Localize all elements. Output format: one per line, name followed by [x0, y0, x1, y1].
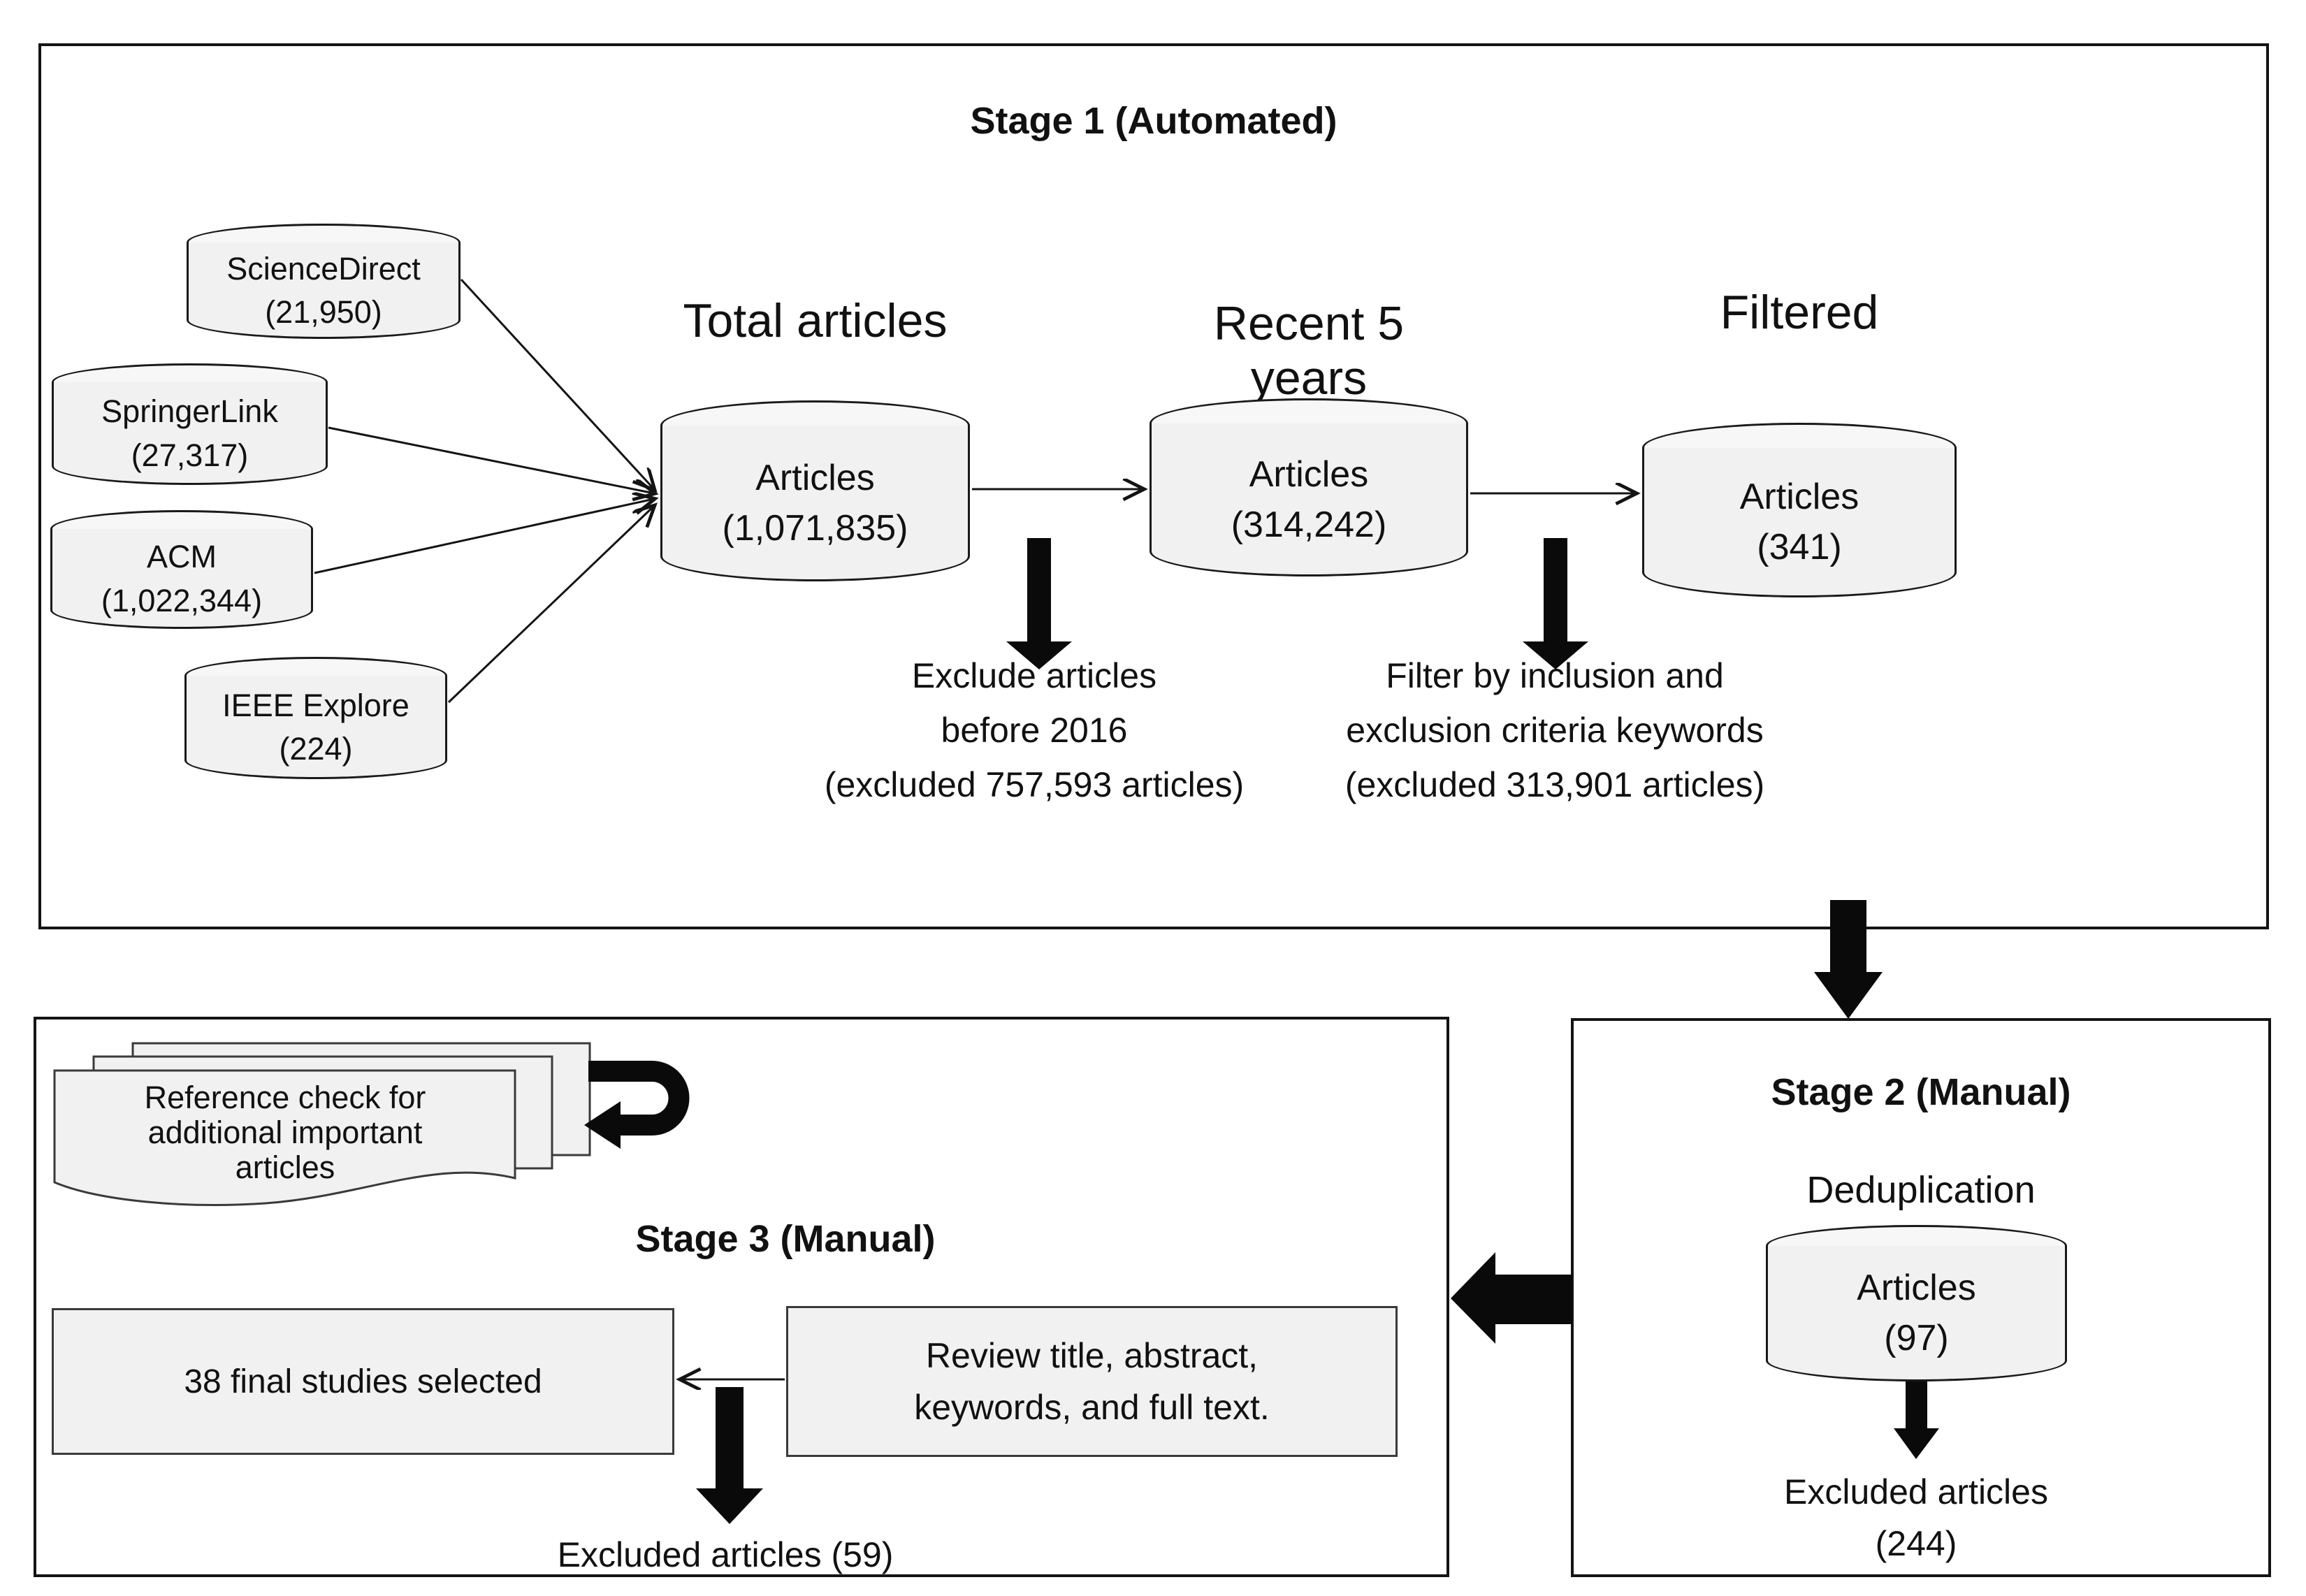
db-arrow-acm — [314, 499, 654, 574]
label-filtered: Filtered — [1720, 286, 1879, 339]
cylinder-body — [1150, 423, 1468, 576]
db-cylinder-label: IEEE Explore (224) — [184, 657, 447, 779]
cylinder-label: Articles (314,242) — [1231, 454, 1387, 545]
document-stack — [53, 1042, 591, 1206]
db-cylinder-label: ScienceDirect (21,950) — [187, 224, 461, 339]
cylinder-deduplicated-articles: Articles (97) — [1766, 1225, 2067, 1381]
cylinder-body — [184, 676, 447, 779]
db-cylinder-ieee-explore: IEEE Explore (224) — [184, 657, 447, 779]
label-recent-5-years: Recent 5 years — [1213, 297, 1405, 405]
cylinder-body — [1642, 448, 1957, 597]
db-cylinder-springerlink: SpringerLink (27,317) — [52, 363, 328, 485]
db-arrow-ieee — [447, 506, 654, 704]
stage1-to-stage2-arrow — [1814, 900, 1883, 1019]
db-name: IEEE Explore — [222, 687, 409, 723]
selected-studies-box: 38 final studies selected — [52, 1308, 674, 1455]
stage1-box — [38, 43, 2269, 929]
cylinder-body — [1766, 1246, 2067, 1381]
db-arrow-sciencedirect — [460, 278, 654, 489]
stage2-to-stage3-arrow — [1451, 1252, 1572, 1344]
db-count: (224) — [279, 731, 353, 767]
db-cylinder-label: SpringerLink (27,317) — [52, 363, 328, 485]
exclude-arrow-criteria — [1523, 538, 1588, 669]
db-name: SpringerLink — [101, 393, 278, 430]
document-page-front — [53, 1069, 516, 1206]
cylinder-body — [50, 529, 313, 629]
stage3-box — [34, 1017, 1449, 1577]
stage3-excluded-text: Excluded articles (59) — [557, 1535, 894, 1574]
reference-loop-arrow — [584, 1061, 690, 1149]
db-count: (21,950) — [265, 294, 382, 330]
db-cylinder-label: ACM (1,022,344) — [50, 510, 313, 629]
db-name: ACM — [146, 539, 217, 575]
cylinder-label: Articles (1,071,835) — [722, 457, 908, 549]
review-box: Review title, abstract, keywords, and fu… — [786, 1306, 1398, 1457]
stage1-title: Stage 1 (Automated) — [970, 100, 1337, 142]
selected-excluded-arrow — [696, 1387, 763, 1524]
cylinder-body — [187, 242, 461, 339]
cylinder-recent-articles: Articles (314,242) — [1150, 398, 1468, 576]
cylinder-label: Articles (97) — [1857, 1268, 1976, 1358]
reference-check-note: Reference check for additional important… — [144, 1080, 426, 1185]
cylinder-total-articles: Articles (1,071,835) — [660, 400, 970, 581]
db-count: (27,317) — [131, 437, 249, 473]
stage3-title: Stage 3 (Manual) — [635, 1218, 936, 1260]
db-name: ScienceDirect — [226, 250, 421, 286]
stage2-title: Stage 2 (Manual) — [1771, 1071, 2071, 1113]
stage2-excluded-arrow — [1894, 1381, 1939, 1459]
stage2-excluded-text: Excluded articles (244) — [1784, 1472, 2048, 1563]
exclude-arrow-before-2016 — [1006, 538, 1072, 669]
label-total-articles: Total articles — [683, 294, 948, 347]
cylinder-label: Articles (341) — [1739, 477, 1859, 567]
cylinder-filtered-articles: Articles (341) — [1642, 423, 1957, 597]
db-arrow-springerlink — [328, 426, 654, 493]
db-cylinder-acm: ACM (1,022,344) — [50, 510, 313, 629]
cylinder-body — [660, 426, 970, 581]
stage2-subtitle: Deduplication — [1806, 1169, 2036, 1211]
note-filter-criteria: Filter by inclusion and exclusion criter… — [1344, 656, 1765, 804]
db-cylinder-sciencedirect: ScienceDirect (21,950) — [187, 224, 461, 339]
db-count: (1,022,344) — [101, 582, 263, 618]
cylinder-body — [52, 382, 328, 485]
note-exclude-before-2016: Exclude articles before 2016 (excluded 7… — [824, 656, 1245, 804]
